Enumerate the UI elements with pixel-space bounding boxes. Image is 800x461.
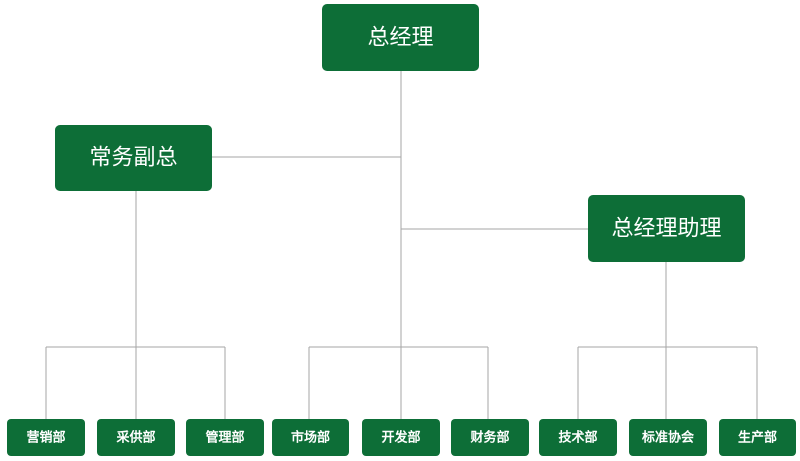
node-department: 标准协会 bbox=[629, 419, 707, 456]
department-row: 营销部 采供部 管理部 市场部 开发部 财务部 技术部 标准协会 bbox=[7, 419, 796, 456]
department-label: 开发部 bbox=[381, 430, 420, 446]
connector-lines bbox=[45, 70, 758, 420]
department-label: 管理部 bbox=[205, 430, 244, 446]
node-assistant-label: 总经理助理 bbox=[611, 217, 721, 242]
department-label: 财务部 bbox=[470, 430, 509, 446]
node-department: 市场部 bbox=[272, 419, 349, 456]
department-label: 营销部 bbox=[26, 430, 65, 446]
department-label: 生产部 bbox=[738, 430, 777, 446]
node-root: 总经理 bbox=[322, 4, 479, 71]
department-label: 采供部 bbox=[115, 430, 155, 446]
node-department: 管理部 bbox=[186, 419, 264, 456]
node-assistant: 总经理助理 bbox=[588, 195, 745, 262]
node-department: 技术部 bbox=[539, 419, 617, 456]
node-department: 生产部 bbox=[719, 419, 796, 456]
department-label: 标准协会 bbox=[641, 430, 695, 446]
node-department: 采供部 bbox=[97, 419, 175, 456]
node-deputy: 常务副总 bbox=[55, 125, 212, 191]
department-label: 技术部 bbox=[558, 430, 597, 446]
node-deputy-label: 常务副总 bbox=[89, 146, 177, 171]
department-label: 市场部 bbox=[291, 430, 330, 446]
node-root-label: 总经理 bbox=[367, 26, 433, 51]
node-department: 财务部 bbox=[451, 419, 529, 456]
node-department: 开发部 bbox=[362, 419, 440, 456]
node-department: 营销部 bbox=[7, 419, 85, 456]
